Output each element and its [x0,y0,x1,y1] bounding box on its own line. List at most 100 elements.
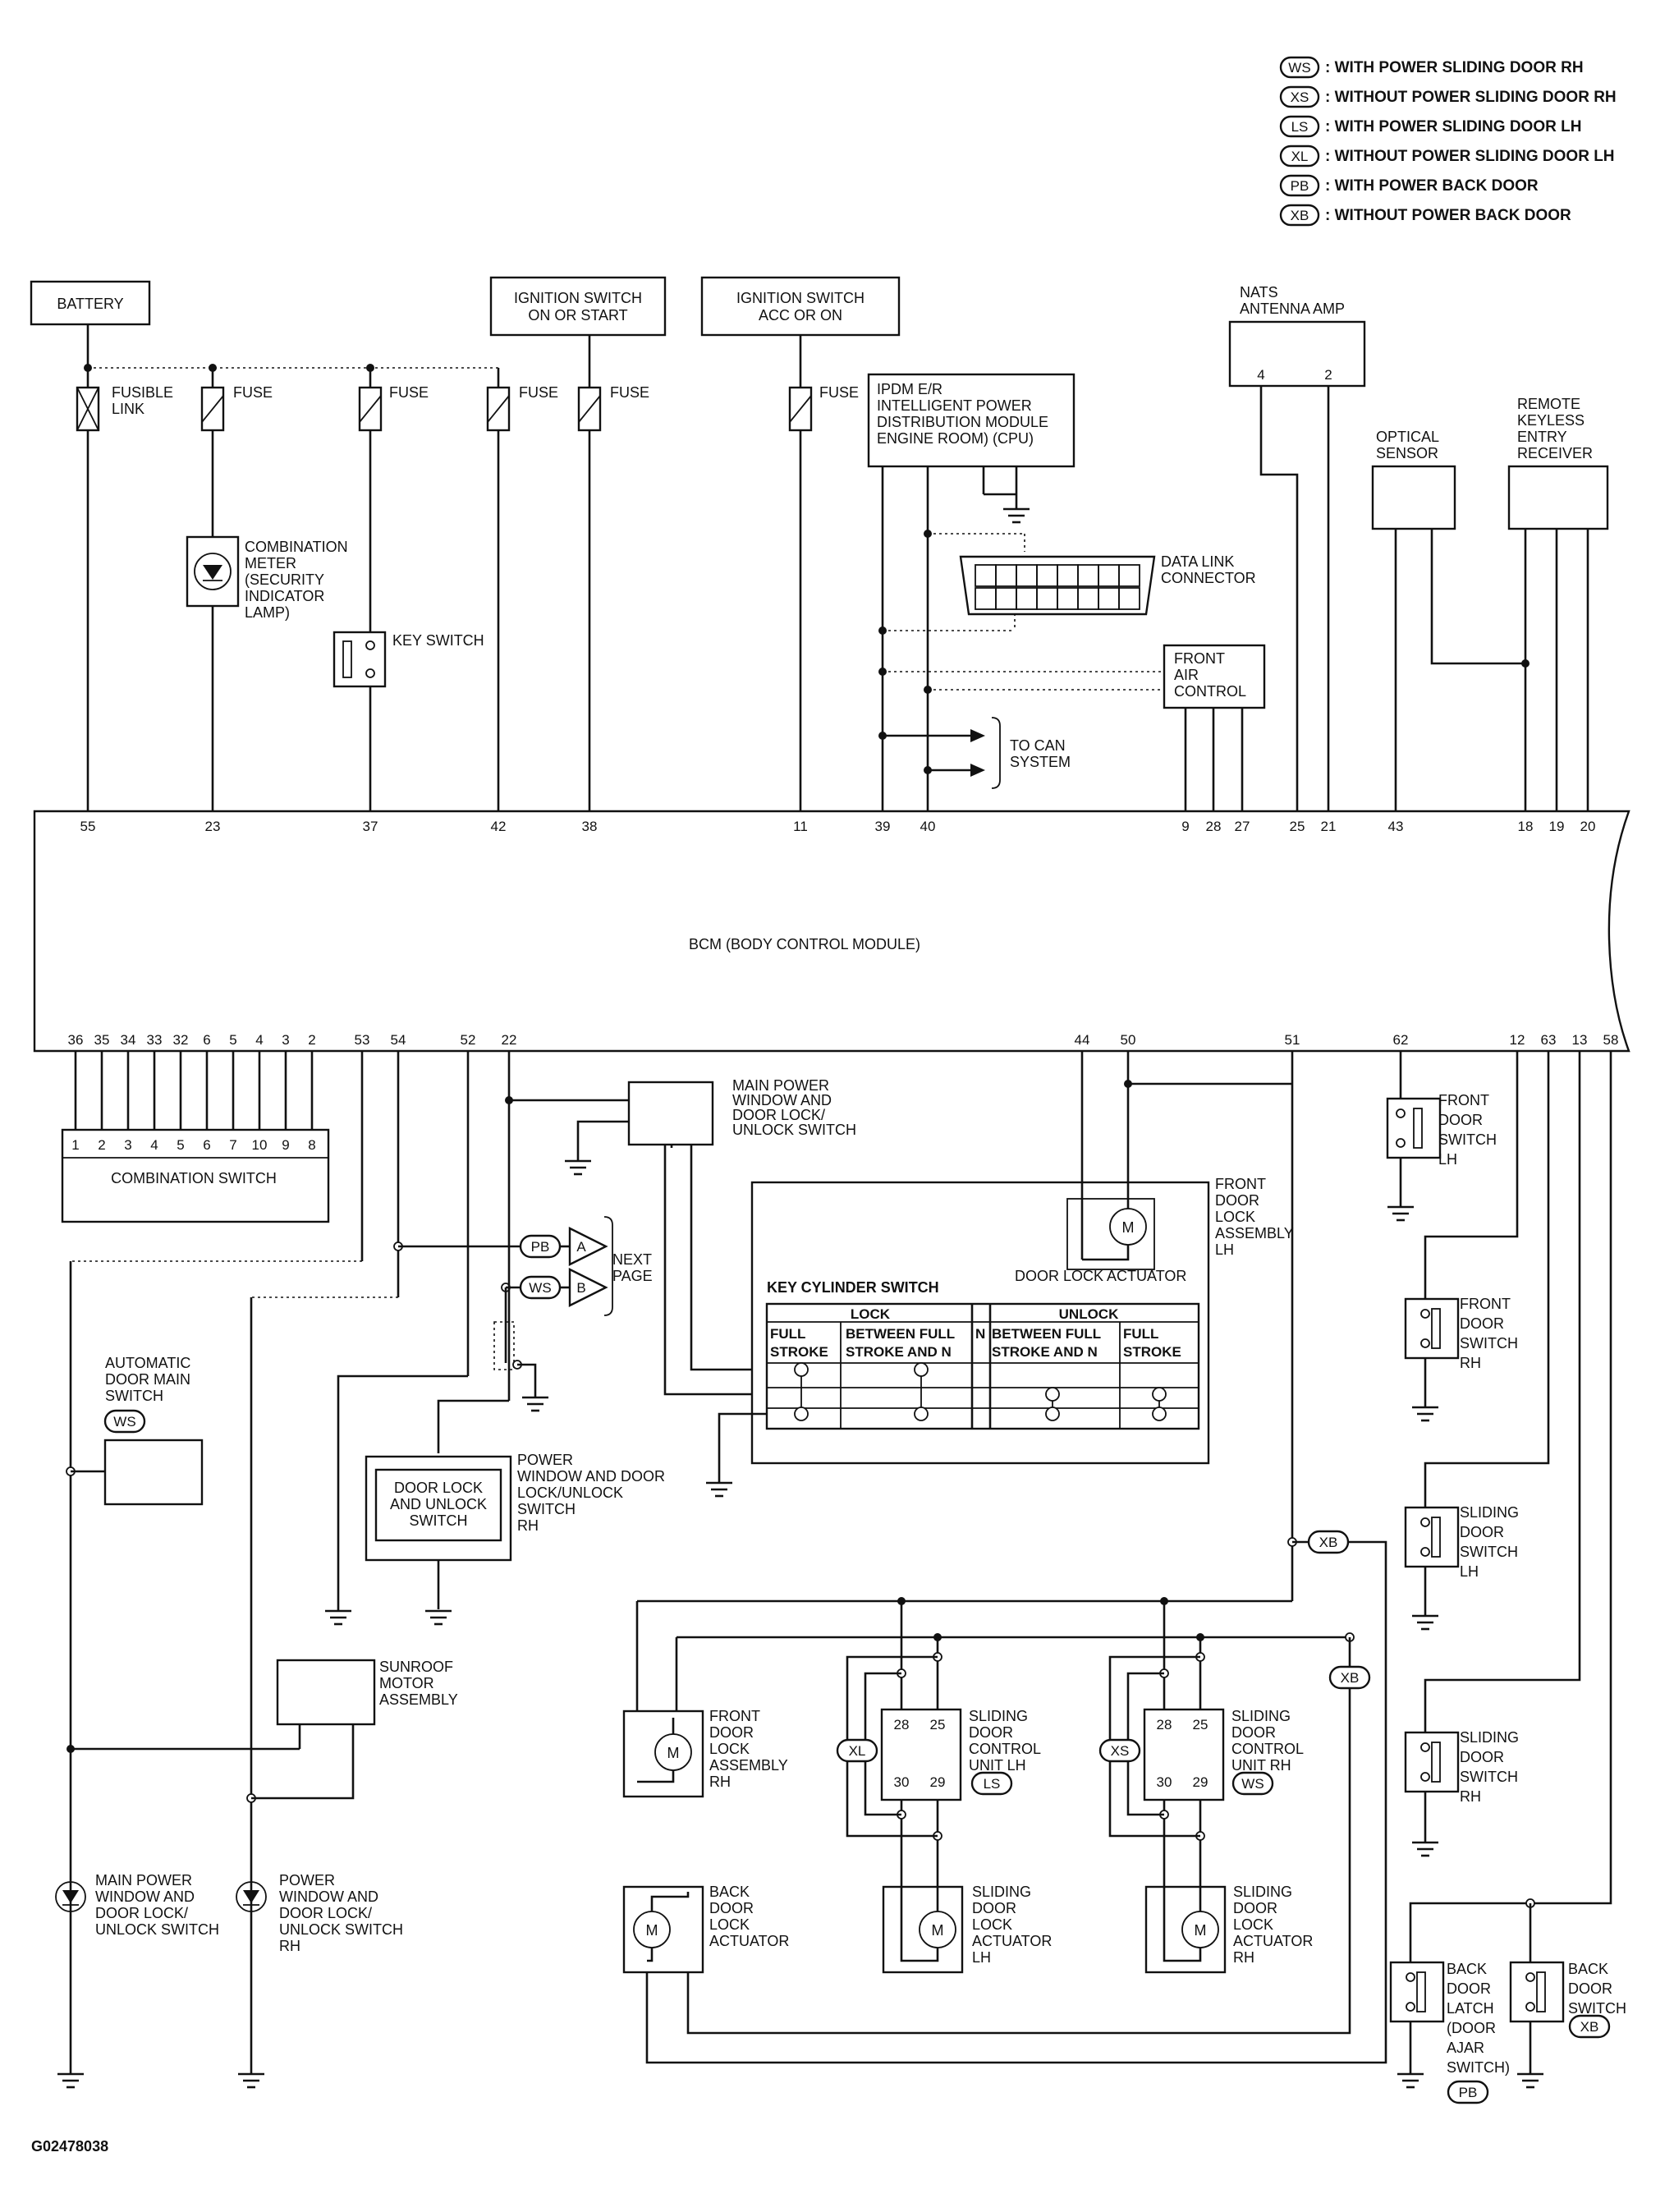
automatic-door-main-switch: AUTOMATIC DOOR MAIN SWITCH WS [103,1355,204,1506]
svg-text:XB: XB [1580,2019,1599,2035]
bcm-top-pin: 27 [1235,819,1250,834]
sliding-actuator-lh-label: ACTUATOR [972,1933,1052,1949]
legend-code: XB [1291,208,1309,223]
svg-text:FUSE: FUSE [819,384,859,401]
legend-badge [1279,145,1320,168]
power-window-switch-rh-label: POWER [517,1452,573,1468]
legend-badge [1279,56,1320,79]
svg-text:WS: WS [113,1414,135,1430]
svg-text:BETWEEN FULL: BETWEEN FULL [846,1326,955,1342]
sliding-control-lh-label: DOOR [969,1724,1013,1741]
power-window-switch-rh-label: RH [517,1517,539,1534]
fuse-38: FUSE [577,384,649,432]
bcm-bottom-pin: 36 [68,1032,84,1048]
bcm-top-pin: 55 [80,819,96,834]
power-window-rh-lamp-label: RH [279,1938,300,1954]
ipdm-label: DISTRIBUTION MODULE [877,414,1048,430]
main-power-window-lamp-label: UNLOCK SWITCH [95,1921,219,1938]
back-door-latch-label: DOOR [1447,1980,1491,1997]
front-door-lock-lh-label: FRONT [1215,1176,1266,1192]
sliding-actuator-lh-label: LH [972,1949,991,1966]
power-window-switch-rh-label: LOCK/UNLOCK [517,1485,623,1501]
legend-badge [1279,115,1320,138]
front-door-lock-rh-label: RH [709,1774,731,1790]
legend-text: : WITHOUT POWER SLIDING DOOR LH [1325,148,1615,165]
svg-text:M: M [667,1745,680,1761]
svg-text:XL: XL [849,1743,866,1759]
bcm-bottom-pin: 34 [121,1032,136,1048]
ignition-switch-acc-on: IGNITION SWITCH ACC OR ON [700,276,901,337]
fuse-42: FUSE [486,384,558,432]
bcm-bottom-pin: 6 [203,1032,210,1048]
sliding-control-lh-label: SLIDING [969,1708,1028,1724]
svg-text:CONTROL: CONTROL [1174,683,1246,700]
legend-text: : WITHOUT POWER SLIDING DOOR RH [1325,89,1617,106]
svg-text:KEYLESS: KEYLESS [1517,412,1585,429]
sliding-control-rh-label: CONTROL [1231,1741,1304,1757]
svg-text:25: 25 [1193,1717,1208,1732]
svg-text:DOOR MAIN: DOOR MAIN [105,1371,190,1388]
back-door-latch-label: AJAR [1447,2040,1484,2056]
legend-badge [1279,204,1320,227]
bcm-top-pin: 39 [875,819,891,834]
can-wiring: TO CAN SYSTEM [878,530,1166,789]
svg-text:LS: LS [984,1776,1001,1792]
sliding-control-lh-label: CONTROL [969,1741,1041,1757]
sliding-control-rh-label: DOOR [1231,1724,1276,1741]
back-door-lock-actuator-label: LOCK [709,1916,750,1933]
front-door-lock-rh-label: DOOR [709,1724,754,1741]
combination-meter-label: (SECURITY [245,571,324,588]
svg-text:REMOTE: REMOTE [1517,396,1580,412]
main-power-window-lamp-label: DOOR LOCK/ [95,1905,188,1921]
sliding-door-switch-rh-label: SWITCH [1460,1769,1518,1785]
legend-text: : WITH POWER SLIDING DOOR RH [1325,59,1584,76]
bcm-bottom-pin: 12 [1510,1032,1525,1048]
svg-text:STROKE AND N: STROKE AND N [846,1344,952,1360]
front-air-control: FRONT AIR CONTROL [1163,644,1266,811]
bcm-label: BCM (BODY CONTROL MODULE) [689,936,920,952]
svg-text:STROKE: STROKE [770,1344,828,1360]
svg-text:FULL: FULL [1123,1326,1158,1342]
front-door-switch-rh-label: DOOR [1460,1315,1504,1332]
front-door-switch-lh-label: SWITCH [1438,1131,1497,1148]
svg-text:BETWEEN FULL: BETWEEN FULL [992,1326,1101,1342]
front-door-switch-lh-label: LH [1438,1151,1457,1168]
sliding-actuator-lh-label: LOCK [972,1916,1012,1933]
battery: BATTERY [30,280,151,326]
svg-text:2: 2 [1324,367,1332,383]
sliding-door-switch-rh-label: DOOR [1460,1749,1504,1765]
svg-text:FULL: FULL [770,1326,805,1342]
back-door-switch-label: DOOR [1568,1980,1612,1997]
svg-text:OPTICAL: OPTICAL [1376,429,1439,445]
bcm-bottom-pin: 32 [173,1032,189,1048]
combination-switch-pin: 9 [282,1137,289,1153]
ground-symbol-b [325,1609,351,1626]
combination-switch-pin: 2 [98,1137,105,1153]
svg-text:PB: PB [531,1239,550,1255]
sliding-door-switch-rh-label: RH [1460,1788,1481,1805]
bcm-bottom-pin: 44 [1075,1032,1090,1048]
combination-meter-label: COMBINATION [245,539,348,555]
battery-bus [84,324,802,388]
main-power-window-lamp-label: MAIN POWER [95,1872,192,1888]
figure-id: G02478038 [31,2138,108,2155]
bcm-top-pin: 37 [363,819,378,834]
sliding-actuator-rh-label: DOOR [1233,1900,1277,1916]
front-door-lock-lh-label: LOCK [1215,1209,1255,1225]
back-door-lock-actuator-label: BACK [709,1884,750,1900]
front-door-lock-lh-label: ASSEMBLY [1215,1225,1294,1241]
svg-text:N: N [975,1326,985,1342]
power-window-switch-rh-label: WINDOW AND DOOR [517,1468,665,1485]
svg-text:25: 25 [930,1717,946,1732]
legend-code: PB [1291,178,1309,194]
front-door-lock-rh-label: FRONT [709,1708,760,1724]
ipdm-label: IPDM E/R [877,381,942,397]
bcm-top-pin: 42 [491,819,507,834]
svg-text:FUSE: FUSE [389,384,429,401]
sliding-control-rh-label: UNIT RH [1231,1757,1291,1774]
